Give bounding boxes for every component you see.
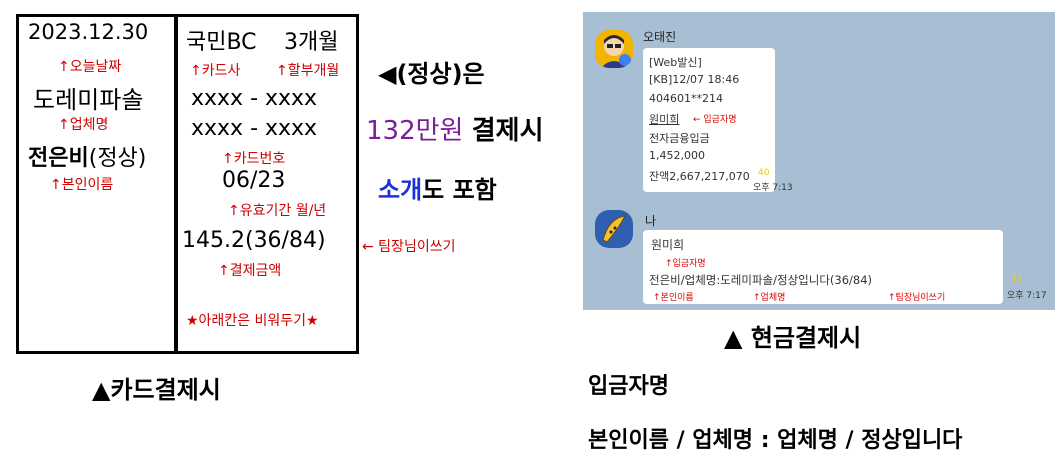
msg2-read-count: 41: [1011, 274, 1023, 284]
chat-caption: ▲ 현금결제시: [724, 324, 862, 352]
installment-text: 3개월: [284, 30, 339, 55]
name-note: ↑본인이름: [50, 177, 114, 193]
amount-note: ↑결제금액: [218, 263, 282, 279]
expiry-note: ↑유효기간 월/년: [228, 203, 327, 219]
amount-highlight: 132만원: [366, 116, 464, 146]
name-text: 전은비: [28, 146, 89, 171]
msg2-line1: 원미희: [651, 238, 685, 252]
amount-line: 132만원 결제시: [366, 110, 544, 147]
team-leader-note: ← 팀장님이쓰기: [362, 239, 456, 255]
merchant-note: ↑업체명: [58, 117, 109, 133]
message1-bubble[interactable]: [Web발신] [KB]12/07 18:46 404601**214 원미희 …: [643, 48, 775, 192]
msg1-time: 오후 7:13: [753, 183, 793, 193]
card-number-line1: xxxx - xxxx: [191, 86, 318, 111]
msg1-line: [KB]12/07 18:46: [649, 73, 740, 86]
msg1-line: 원미희: [649, 113, 680, 126]
bottom-line2: 본인이름 / 업체명 : 업체명 / 정상입니다: [588, 428, 963, 453]
status-text: (정상): [88, 146, 147, 171]
msg1-line: [Web발신]: [649, 56, 702, 69]
msg2-note1: ↑입금자명: [665, 259, 706, 269]
date-text: 2023.12.30: [28, 20, 149, 44]
referral-highlight: 소개: [378, 176, 423, 204]
card-form-box: [16, 14, 359, 354]
card-company-note: ↑카드사: [190, 63, 241, 79]
card-company-text: 국민BC: [186, 30, 257, 55]
normal-label: ◀(정상)은: [378, 60, 485, 88]
msg1-line: 404601**214: [649, 92, 723, 105]
bottom-line1: 입금자명: [588, 374, 669, 399]
msg1-read-count: 40: [758, 168, 770, 178]
sender2-name: 나: [645, 214, 657, 228]
expiry-text: 06/23: [222, 168, 286, 193]
card-number-line2: xxxx - xxxx: [191, 116, 318, 141]
amount-text: 145.2(36/84): [182, 228, 326, 253]
msg2-note-merchant: ↑업체명: [753, 293, 786, 303]
msg1-line: 1,452,000: [649, 149, 705, 162]
installment-note: ↑할부개월: [276, 63, 340, 79]
msg1-line: 잔액2,667,217,070: [649, 170, 750, 183]
amount-suffix: 결제시: [471, 116, 544, 146]
message2-bubble[interactable]: 원미희 ↑입금자명 전은비/업체명:도레미파솔/정상입니다(36/84) ↑본인…: [643, 230, 1003, 304]
name-line: 전은비(정상): [28, 140, 146, 172]
msg2-line2: 전은비/업체명:도레미파솔/정상입니다(36/84): [649, 273, 873, 287]
avatar-banana-icon: [595, 210, 633, 248]
msg1-line: 전자금융입금: [649, 132, 710, 145]
leave-blank-note: ★아래칸은 비워두기★: [186, 313, 319, 329]
card-number-note: ↑카드번호: [222, 151, 286, 167]
msg2-note-name: ↑본인이름: [653, 293, 694, 303]
sender1-name: 오태진: [643, 30, 677, 44]
avatar-person-icon: [595, 30, 633, 68]
card-form-divider: [174, 14, 178, 354]
card-caption: ▲카드결제시: [92, 376, 221, 404]
msg1-note: ← 입금자명: [693, 115, 737, 125]
chat-screenshot: 오태진 [Web발신] [KB]12/07 18:46 404601**214 …: [583, 12, 1055, 310]
merchant-text: 도레미파솔: [33, 86, 144, 114]
msg2-note-team: ↑팀장님이쓰기: [888, 293, 946, 303]
msg2-time: 오후 7:17: [1007, 291, 1047, 301]
date-note: ↑오늘날짜: [58, 59, 122, 75]
referral-suffix: 도 포함: [422, 176, 497, 204]
referral-line: 소개도 포함: [378, 170, 497, 205]
